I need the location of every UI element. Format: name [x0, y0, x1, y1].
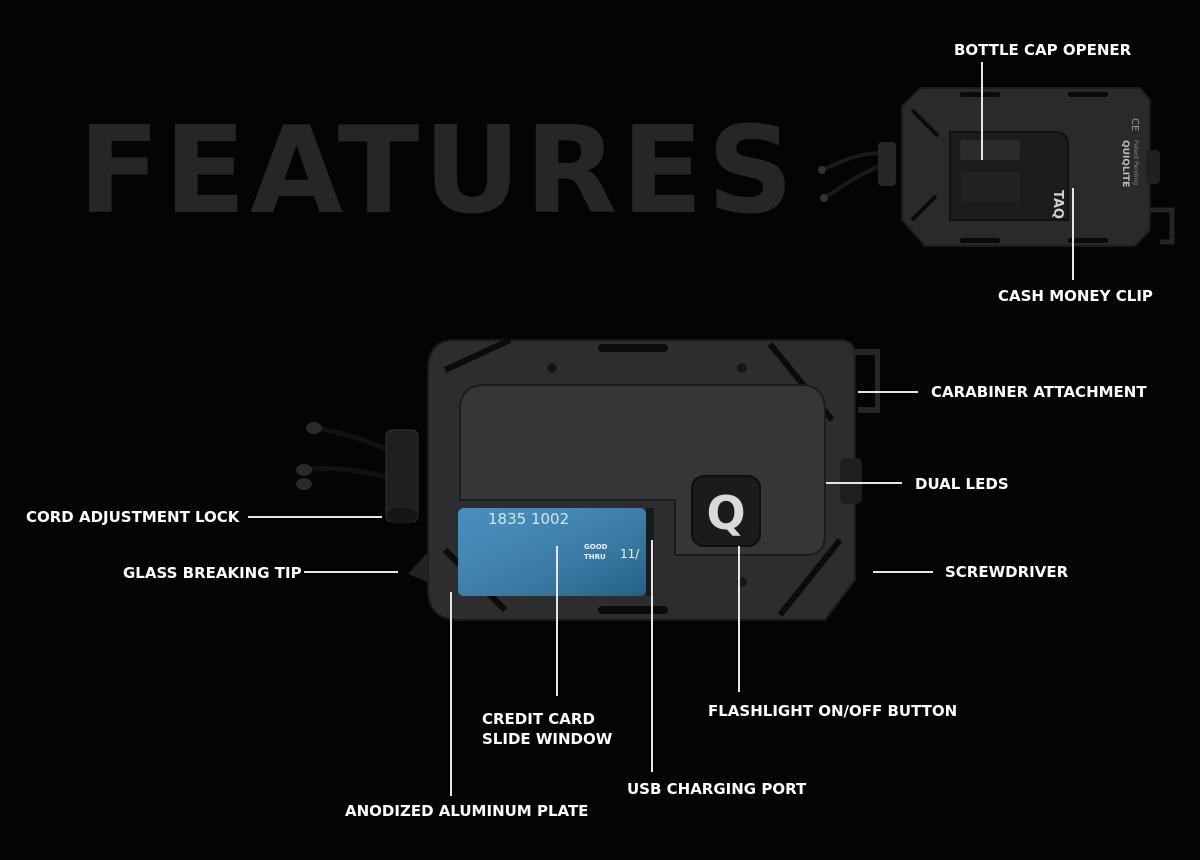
features-headline: FEATURES: [78, 102, 798, 241]
flashlight-button: Q: [691, 475, 761, 547]
leader-aluminum: [450, 592, 452, 796]
leader-screwdriver: [873, 571, 933, 573]
leader-dual-leds: [826, 482, 902, 484]
leader-flashlight: [738, 546, 740, 692]
card-thru: THRU: [584, 553, 606, 561]
model-marking: TAQ: [1050, 190, 1065, 219]
patent-marking: Patent Pending: [1132, 140, 1139, 185]
leader-cash-clip: [1072, 188, 1074, 280]
leader-card-window: [556, 546, 558, 696]
label-anodized-aluminum-plate: ANODIZED ALUMINUM PLATE: [345, 802, 589, 820]
leader-usb: [651, 540, 653, 772]
bungee-cords: [296, 422, 396, 490]
card-expiry: 11/: [620, 547, 640, 561]
card-number: 1835 1002: [488, 510, 569, 528]
credit-card: 1835 1002 GOOD THRU 11/: [458, 508, 646, 596]
label-cash-money-clip: CASH MONEY CLIP: [998, 287, 1153, 305]
label-glass-breaking-tip: GLASS BREAKING TIP: [123, 564, 302, 582]
label-screwdriver: SCREWDRIVER: [945, 563, 1069, 581]
label-usb-charging-port: USB CHARGING PORT: [627, 780, 807, 798]
card-good: GOOD: [584, 543, 608, 551]
wallet-front-view: 1835 1002 GOOD THRU 11/ Q: [296, 337, 880, 621]
label-dual-leds: DUAL LEDS: [915, 475, 1009, 493]
label-carabiner-attachment: CARABINER ATTACHMENT: [931, 383, 1147, 401]
leader-cord-lock: [248, 516, 382, 518]
carabiner-loop: [852, 349, 880, 413]
label-credit-card-line1: CREDIT CARD: [482, 710, 595, 728]
q-logo: Q: [706, 486, 745, 540]
ce-marking: CE: [1129, 118, 1140, 131]
leader-glass-tip: [304, 571, 398, 573]
label-cord-adjustment-lock: CORD ADJUSTMENT LOCK: [26, 508, 240, 526]
wallet-back-view: TAQ QUIQLITE Patent Pending CE: [818, 87, 1175, 247]
label-bottle-cap-opener: BOTTLE CAP OPENER: [954, 41, 1132, 59]
label-flashlight-button: FLASHLIGHT ON/OFF BUTTON: [708, 702, 958, 720]
leader-carabiner: [858, 391, 918, 393]
label-credit-card-line2: SLIDE WINDOW: [482, 730, 613, 748]
brand-marking: QUIQLITE: [1120, 140, 1130, 187]
leader-bottle-cap: [981, 62, 983, 160]
cord-adjustment-lock: [385, 429, 419, 524]
